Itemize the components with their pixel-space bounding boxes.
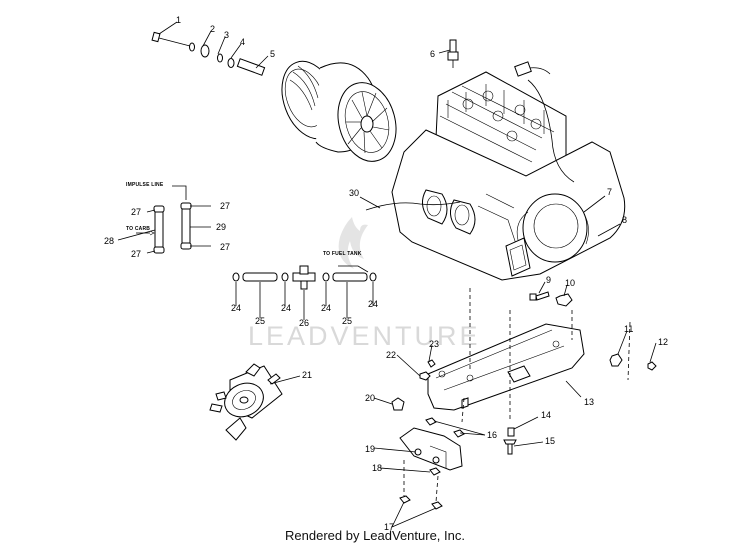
callout-5: 5: [270, 49, 275, 59]
fuel-line-assembly: [232, 265, 377, 290]
callout-10: 10: [565, 278, 575, 288]
callout-23: 23: [429, 339, 439, 349]
callout-4: 4: [240, 37, 245, 47]
callout-24a: 24: [231, 303, 241, 313]
callout-24c: 24: [321, 303, 331, 313]
callout-30: 30: [349, 188, 359, 198]
bolt-assembly: [151, 31, 266, 76]
callout-24b: 24: [281, 303, 291, 313]
callout-16: 16: [487, 430, 497, 440]
impulse-line-assembly: [136, 185, 192, 254]
watermark: LEADVENTURE: [248, 217, 481, 351]
callout-17: 17: [384, 522, 394, 532]
engine: [391, 61, 626, 281]
callout-22: 22: [386, 350, 396, 360]
callout-2: 2: [210, 24, 215, 34]
callout-12: 12: [658, 337, 668, 347]
spark-plug: [447, 39, 459, 68]
callout-numbers: 1 2 3 4 5 6 7 8 9 10 11 12 13 14 15 16 1…: [104, 15, 668, 532]
callout-1: 1: [176, 15, 181, 25]
assembly-guides: [403, 288, 631, 503]
callout-18: 18: [372, 463, 382, 473]
wire-harness-30: [365, 201, 461, 211]
callout-20: 20: [365, 393, 375, 403]
mount-bracket: [399, 417, 465, 510]
leader-lines: [117, 21, 657, 528]
note-impulse-line: IMPULSE LINE: [126, 182, 164, 188]
callout-13: 13: [584, 397, 594, 407]
callout-8: 8: [622, 215, 627, 225]
callout-21: 21: [302, 370, 312, 380]
callout-11: 11: [624, 324, 633, 334]
drive-clutch: [281, 60, 397, 162]
callout-27c: 27: [220, 201, 230, 211]
callout-7: 7: [607, 187, 612, 197]
fuel-pump: [209, 363, 283, 441]
note-to-fuel-tank: TO FUEL TANK: [323, 251, 362, 257]
callout-19: 19: [365, 444, 375, 454]
callout-24d: 24: [368, 299, 378, 309]
callout-9: 9: [546, 275, 551, 285]
callout-27b: 27: [131, 249, 141, 259]
callout-25b: 25: [342, 316, 352, 326]
note-to-carb: TO CARB: [126, 226, 150, 232]
callout-3: 3: [224, 30, 229, 40]
watermark-text: LEADVENTURE: [248, 321, 481, 351]
callout-28: 28: [104, 236, 114, 246]
callout-25a: 25: [255, 316, 265, 326]
callout-15: 15: [545, 436, 555, 446]
skid-plate: [427, 323, 585, 411]
footer-credit: Rendered by LeadVenture, Inc.: [285, 528, 465, 543]
callout-14: 14: [541, 410, 551, 420]
callout-6: 6: [430, 49, 435, 59]
callout-26: 26: [299, 318, 309, 328]
hardware: [391, 291, 657, 455]
callout-29: 29: [216, 222, 226, 232]
callout-27d: 27: [220, 242, 230, 252]
callout-27a: 27: [131, 207, 141, 217]
